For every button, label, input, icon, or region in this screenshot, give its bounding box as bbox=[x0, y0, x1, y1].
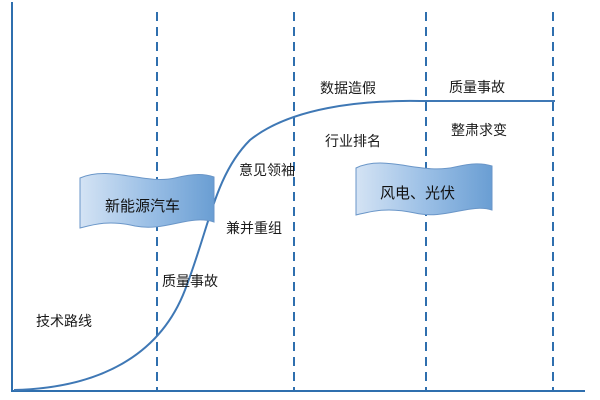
flag-new-energy-vehicles: 新能源汽车 bbox=[79, 173, 215, 229]
label-tech-route: 技术路线 bbox=[36, 314, 92, 330]
flag-shape-right bbox=[355, 162, 493, 216]
label-industry-ranking: 行业排名 bbox=[325, 134, 381, 150]
flag-label-left: 新能源汽车 bbox=[105, 197, 180, 215]
label-data-fraud: 数据造假 bbox=[320, 81, 376, 97]
label-opinion-leader: 意见领袖 bbox=[239, 162, 295, 179]
s-curve bbox=[13, 99, 555, 391]
flag-shape-left bbox=[79, 173, 215, 229]
label-quality-accident-1: 质量事故 bbox=[162, 274, 218, 290]
flag-label-right: 风电、光伏 bbox=[380, 184, 455, 202]
label-quality-accident-2: 质量事故 bbox=[449, 80, 505, 96]
flag-wind-solar: 风电、光伏 bbox=[355, 162, 493, 216]
label-rectification: 整肃求变 bbox=[451, 123, 507, 139]
label-merger: 兼并重组 bbox=[226, 221, 282, 237]
